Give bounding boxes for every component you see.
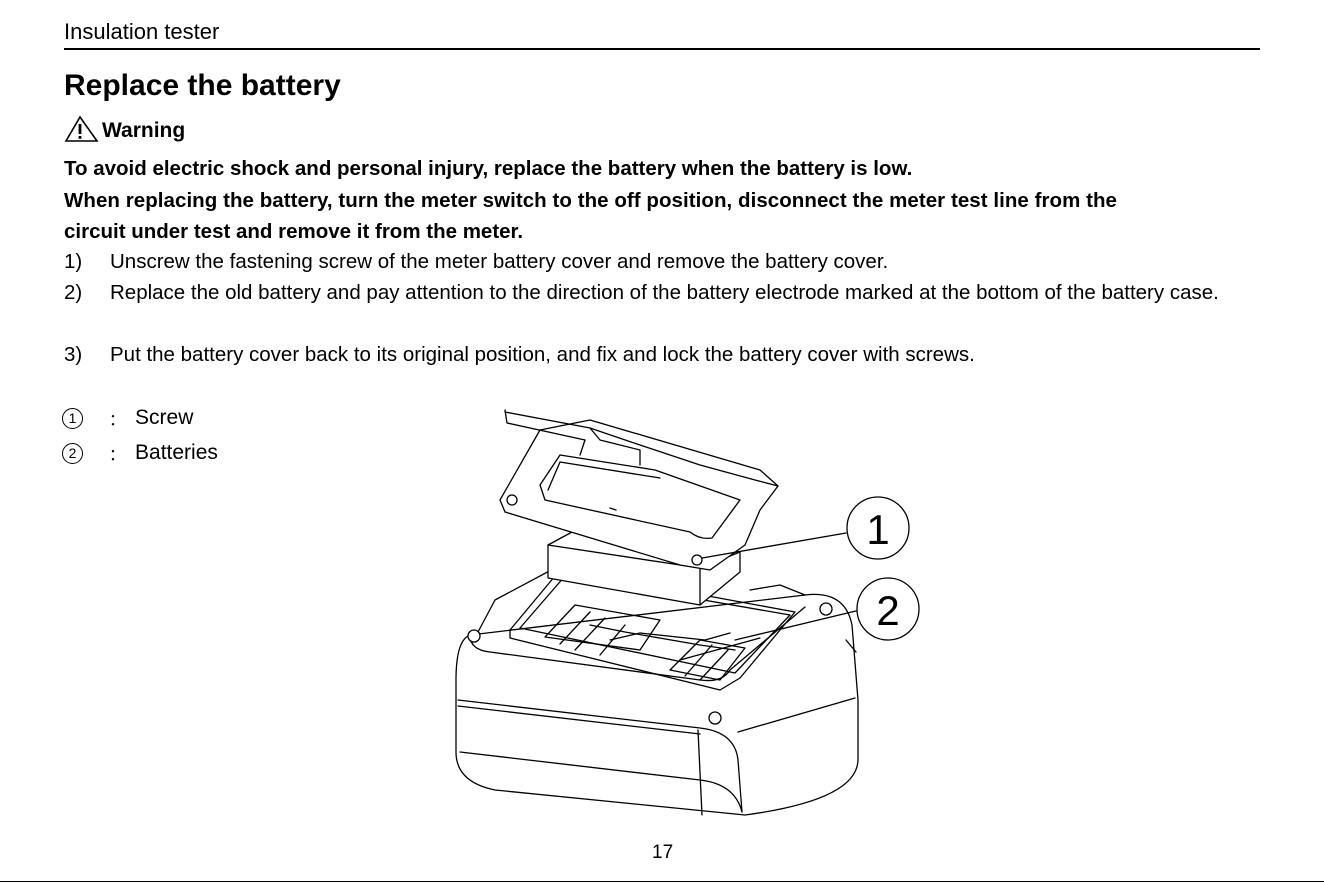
callout-marker: 2 (62, 442, 83, 464)
battery-replacement-diagram: 1 2 (455, 409, 920, 816)
step-text: Put the battery cover back to its origin… (110, 343, 975, 366)
step-item-3: 3) Put the battery cover back to its ori… (64, 339, 1260, 370)
bottom-rule (0, 881, 1324, 882)
legend-separator: ： (109, 412, 126, 429)
callout-2-label: 2 (876, 587, 899, 634)
callout-2: 2 (856, 577, 920, 641)
legend-item-screw: 1 ： Screw (62, 406, 193, 430)
legend-label: Screw (135, 406, 194, 429)
warning-triangle-icon (64, 115, 99, 142)
battery-cover (499, 409, 779, 571)
step-text: Unscrew the fastening screw of the meter… (110, 250, 889, 273)
warning-text-1: To avoid electric shock and personal inj… (64, 157, 913, 180)
legend-item-batteries: 2 ： Batteries (62, 441, 218, 465)
callout-1: 1 (846, 496, 910, 560)
header-rule (64, 48, 1260, 50)
warning-text-2: When replacing the battery, turn the met… (64, 189, 1118, 212)
warning-label: Warning (102, 119, 186, 142)
step-text: Replace the old battery and pay attentio… (110, 281, 1219, 304)
callout-leaders (701, 532, 861, 641)
section-title: Replace the battery (64, 69, 341, 102)
step-item-2: 2) Replace the old battery and pay atten… (64, 277, 1260, 308)
warning-text-3: circuit under test and remove it from th… (64, 220, 524, 243)
callout-1-label: 1 (866, 506, 889, 553)
meter-base (455, 567, 859, 816)
step-number: 2) (64, 281, 83, 304)
step-number: 3) (64, 343, 83, 366)
legend-label: Batteries (135, 441, 218, 464)
warning-heading: Warning (64, 115, 185, 143)
callout-marker: 1 (62, 407, 83, 429)
step-number: 1) (64, 250, 83, 273)
step-item-1: 1) Unscrew the fastening screw of the me… (64, 246, 1260, 277)
document-header: Insulation tester (64, 19, 220, 44)
legend-separator: ： (109, 447, 126, 464)
page-number: 17 (652, 842, 674, 863)
